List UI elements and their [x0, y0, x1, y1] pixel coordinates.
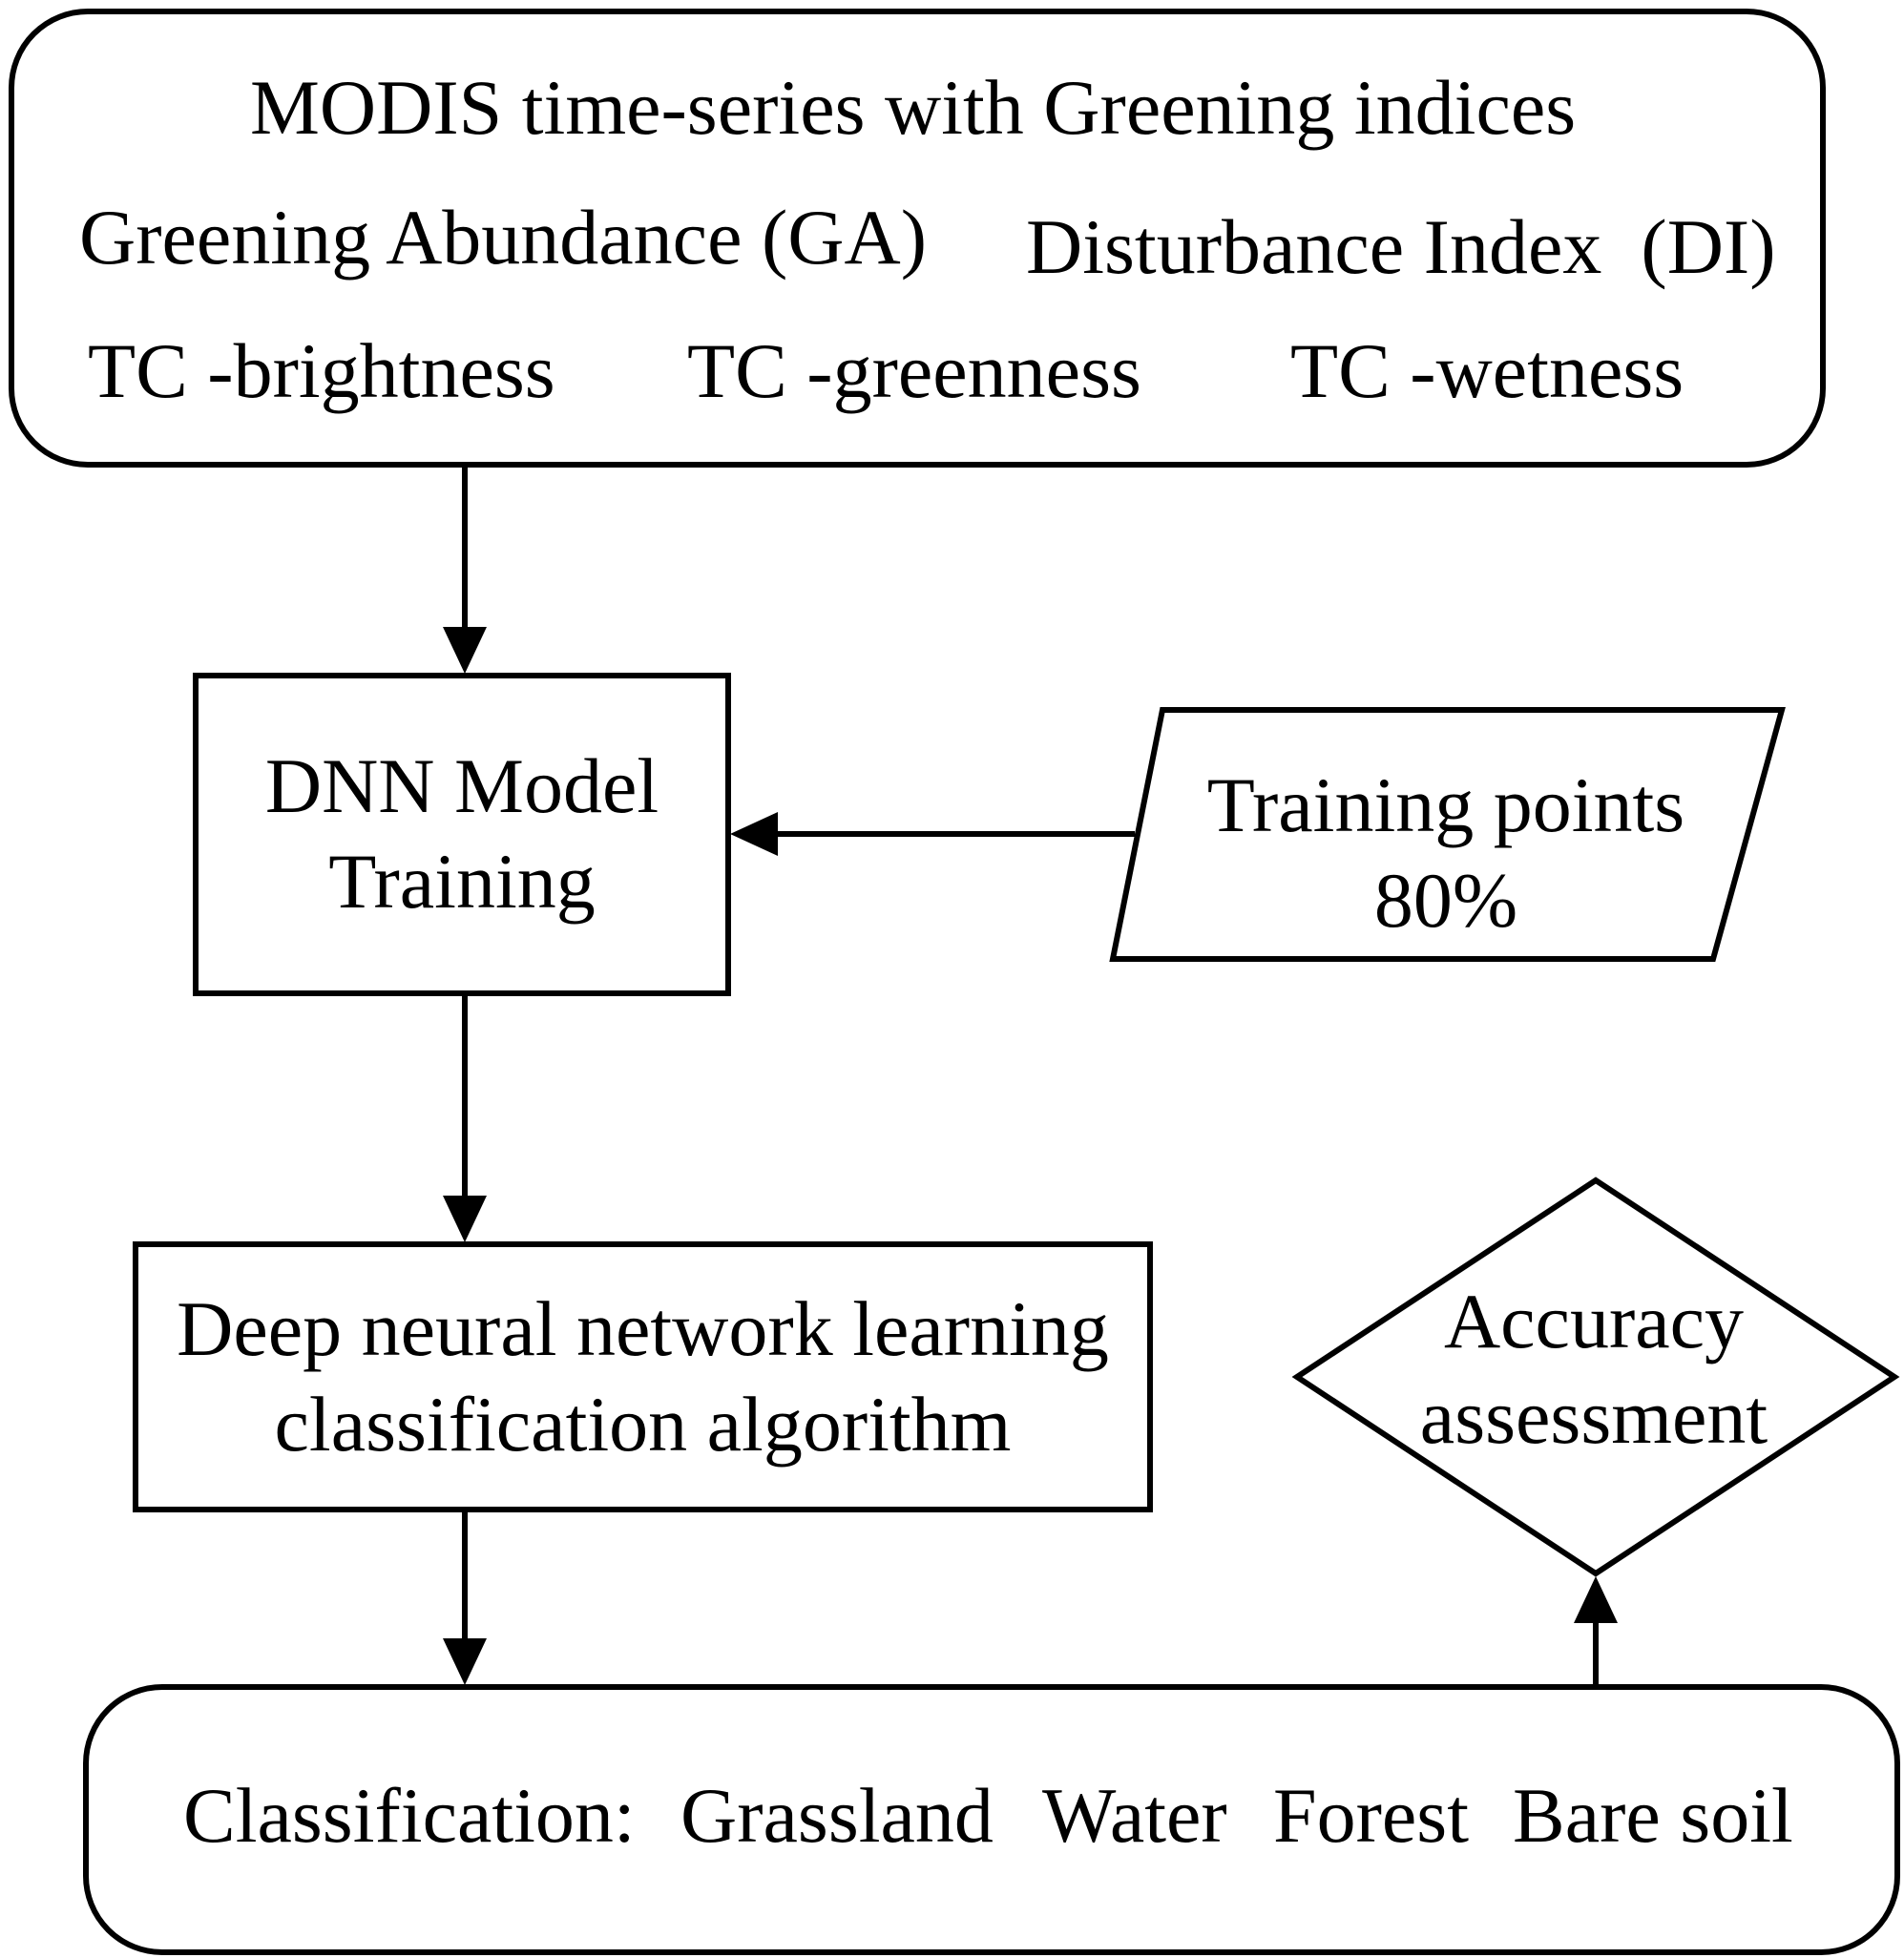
class-water: Water	[1042, 1772, 1227, 1859]
dnn-algorithm-line2: classification algorithm	[274, 1381, 1012, 1468]
tc-greenness-label: TC -greenness	[687, 327, 1141, 414]
dnn-model-training-box	[193, 673, 731, 996]
accuracy-line2: assessment	[1419, 1373, 1768, 1460]
accuracy-line1: Accuracy	[1443, 1278, 1745, 1364]
arrow-training-to-algorithm	[443, 993, 487, 1242]
class-forest: Forest	[1273, 1772, 1469, 1859]
greening-abundance-label: Greening Abundance (GA)	[79, 194, 928, 281]
training-points-line1: Training points	[1206, 761, 1685, 848]
dnn-algorithm-line1: Deep neural network learning	[177, 1285, 1109, 1372]
accuracy-assessment-diamond	[1291, 1177, 1900, 1577]
dnn-algorithm-box	[133, 1241, 1153, 1512]
classification-label: Classification:	[183, 1772, 636, 1859]
arrow-classification-to-accuracy	[1574, 1576, 1618, 1687]
arrow-algorithm-to-classification	[443, 1510, 487, 1685]
dnn-training-line2: Training	[328, 838, 596, 925]
disturbance-index-label: Disturbance Index (DI)	[1026, 203, 1776, 290]
arrow-input-to-training	[443, 465, 487, 674]
classification-box	[83, 1684, 1900, 1955]
training-points-line2: 80%	[1373, 857, 1518, 944]
dnn-training-line1: DNN Model	[264, 742, 659, 829]
tc-brightness-label: TC -brightness	[88, 327, 555, 414]
input-box-title: MODIS time-series with Greening indices	[250, 64, 1577, 151]
training-points-parallelogram	[1109, 707, 1786, 962]
arrow-points-to-training	[730, 812, 1135, 856]
tc-wetness-label: TC -wetness	[1290, 327, 1684, 414]
input-data-box	[9, 9, 1826, 468]
class-bare-soil: Bare soil	[1513, 1772, 1793, 1859]
class-grassland: Grassland	[680, 1772, 994, 1859]
